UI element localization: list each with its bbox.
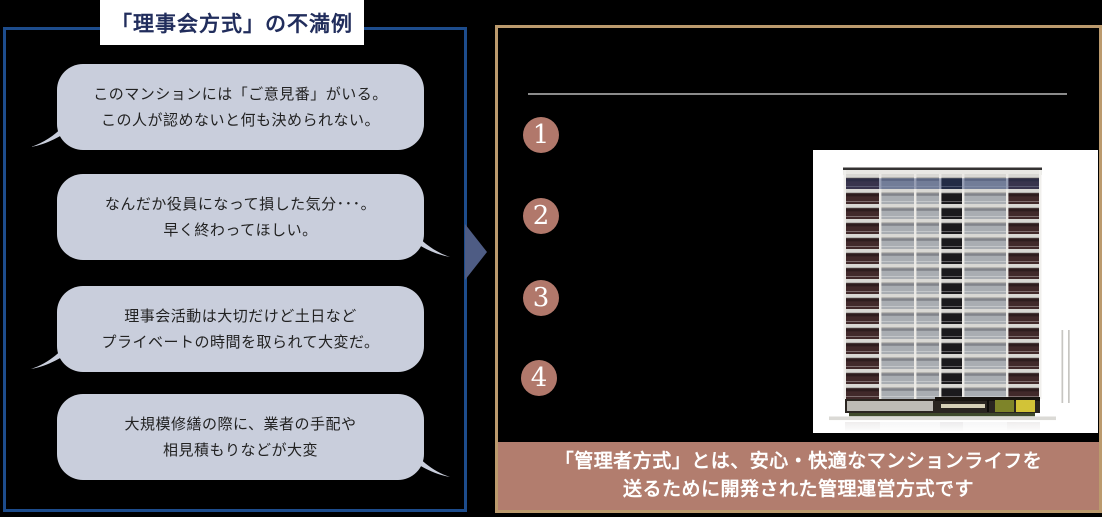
complaint-bubble-2: なんだか役員になって損した気分･･･。 早く終わってほしい。 — [57, 174, 450, 260]
step-number: 2 — [532, 201, 550, 231]
step-number: 1 — [532, 120, 550, 150]
bubble-text: このマンションには「ご意見番」がいる。 — [93, 85, 388, 103]
complaint-bubble-1: このマンションには「ご意見番」がいる。 この人が認めないと何も決められない。 — [31, 64, 424, 150]
bubble-text: この人が認めないと何も決められない。 — [100, 111, 380, 129]
step-4-marker: 4 — [521, 360, 557, 396]
complaint-bubble-3: 理事会活動は大切だけど土日など プライベートの時間を取られて大変だ。 — [31, 286, 424, 372]
bubble-text: 理事会活動は大切だけど土日など — [124, 307, 357, 325]
step-3-marker: 3 — [523, 280, 559, 316]
bubble-tail-right-icon — [405, 446, 450, 477]
bubble-text: 大規模修繕の際に、業者の手配や — [124, 415, 357, 433]
step-number: 3 — [532, 283, 550, 313]
step-1-marker: 1 — [523, 117, 559, 153]
bubble-tail-left-icon — [31, 338, 76, 369]
definition-line-1: 「管理者方式」とは、安心・快適なマンションライフを — [554, 451, 1043, 472]
building-photo-card — [813, 150, 1098, 433]
left-panel-title: 「理事会方式」の不満例 — [111, 12, 353, 36]
step-number: 4 — [530, 363, 548, 393]
bubble-text: 相見積もりなどが大変 — [162, 441, 318, 459]
arrow-right-icon — [465, 224, 487, 280]
bubble-text: プライベートの時間を取られて大変だ。 — [101, 333, 380, 351]
complaint-bubble-4: 大規模修繕の際に、業者の手配や 相見積もりなどが大変 — [57, 394, 450, 480]
bubble-tail-right-icon — [405, 226, 450, 257]
divider-line — [528, 93, 1067, 95]
building-image — [813, 167, 1098, 433]
definition-line-2: 送るために開発された管理運営方式です — [622, 479, 974, 500]
bubble-text: 早く終わってほしい。 — [163, 221, 318, 239]
bubble-text: なんだか役員になって損した気分･･･。 — [104, 195, 377, 213]
definition-banner: 「管理者方式」とは、安心・快適なマンションライフを 送るために開発された管理運営… — [498, 442, 1099, 510]
bubble-tail-left-icon — [31, 116, 76, 147]
step-2-marker: 2 — [523, 198, 559, 234]
left-panel-title-box: 「理事会方式」の不満例 — [100, 0, 364, 45]
management-panel: 1 2 3 4 — [495, 25, 1102, 513]
